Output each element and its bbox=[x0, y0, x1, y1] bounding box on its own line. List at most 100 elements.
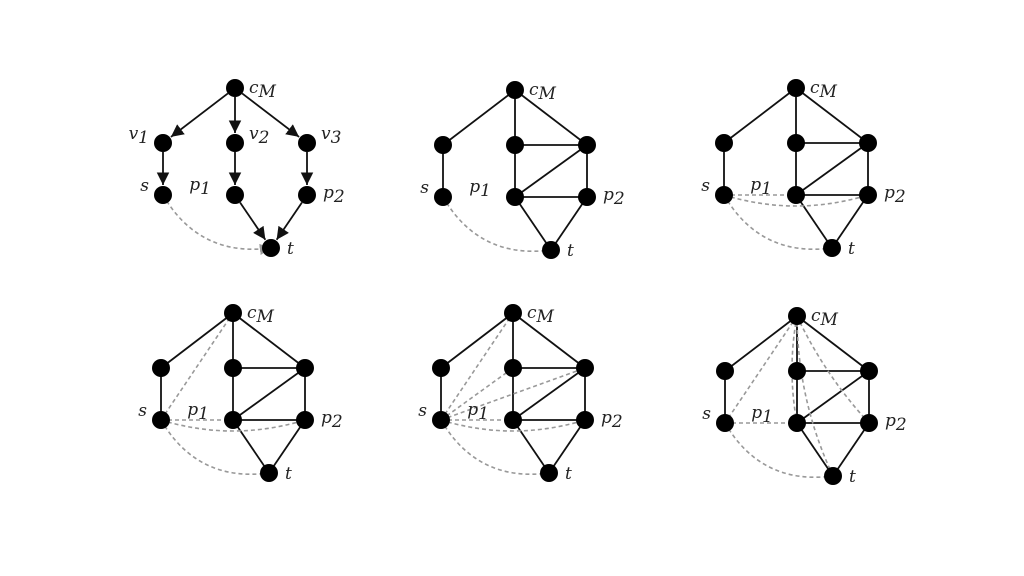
panel-4-node-s bbox=[152, 411, 170, 429]
panel-6-node-cM bbox=[788, 307, 806, 325]
panel-6-label-p2: p2 bbox=[885, 411, 907, 435]
panel-2-edge-cM-v1 bbox=[442, 89, 516, 146]
panel-1-node-v1 bbox=[154, 134, 172, 152]
panel-1-node-p1 bbox=[226, 186, 244, 204]
panel-6-label-t: t bbox=[849, 467, 856, 487]
panel-6-edge-cM-v1 bbox=[724, 315, 798, 372]
panel-4-node-cM bbox=[224, 304, 242, 322]
panel-4-edge-cM-v1 bbox=[160, 312, 234, 369]
panel-6-node-p1 bbox=[788, 414, 806, 432]
panel-2-edge-s-t-dashed bbox=[442, 196, 552, 252]
panel-1-node-v2 bbox=[226, 134, 244, 152]
panel-6-node-v2 bbox=[788, 362, 806, 380]
panel-4-node-v3 bbox=[296, 359, 314, 377]
panel-5-edge-s-v3-dashed bbox=[440, 367, 586, 421]
panel-5-node-v1 bbox=[432, 359, 450, 377]
panel-1-edge-p1-t bbox=[239, 201, 267, 241]
panel-3-label-p2: p2 bbox=[884, 183, 906, 207]
panel-4-label-p1: p1 bbox=[187, 400, 209, 424]
panel-2-label-p2: p2 bbox=[603, 185, 625, 209]
panel-3-label-p1: p1 bbox=[750, 175, 772, 199]
panel-2-node-s bbox=[434, 188, 452, 206]
panel-2-edge-p2-t bbox=[550, 196, 588, 251]
panel-3-edge-cM-v1 bbox=[723, 87, 797, 144]
panel-2-node-t bbox=[542, 241, 560, 259]
panel-1-label-cM: cM bbox=[249, 78, 277, 102]
panel-4-label-p2: p2 bbox=[321, 408, 343, 432]
panel-2-node-p1 bbox=[506, 188, 524, 206]
panel-5-edge-p2-t bbox=[548, 419, 586, 474]
panel-6-node-t bbox=[824, 467, 842, 485]
panel-1-node-s bbox=[154, 186, 172, 204]
panel-4-edge-p2-t bbox=[268, 419, 306, 474]
panel-2-edge-p1-t bbox=[514, 196, 552, 251]
panel-5-node-p1 bbox=[504, 411, 522, 429]
panel-6-label-s: s bbox=[702, 404, 711, 424]
panel-3-label-t: t bbox=[848, 239, 855, 259]
panel-4-edge-s-cM-dashed bbox=[160, 312, 234, 421]
panel-6-node-p2 bbox=[860, 414, 878, 432]
panel-1-node-t bbox=[262, 239, 280, 257]
panel-6-edge-v3-p1 bbox=[796, 370, 870, 424]
panel-3-node-v2 bbox=[787, 134, 805, 152]
panel-5-edge-s-cM-dashed bbox=[440, 312, 514, 421]
panel-1-edge-p2-t bbox=[275, 201, 303, 241]
panel-5-label-cM: cM bbox=[527, 303, 555, 327]
panel-1-label-v1: v1 bbox=[129, 124, 149, 148]
panel-1-label-p1: p1 bbox=[189, 175, 211, 199]
panel-4-node-p1 bbox=[224, 411, 242, 429]
panel-4-edge-s-t-dashed bbox=[160, 419, 270, 475]
panel-2-node-cM bbox=[506, 81, 524, 99]
panel-4-label-t: t bbox=[285, 464, 292, 484]
panel-4-label-s: s bbox=[138, 401, 147, 421]
panel-5-label-s: s bbox=[418, 401, 427, 421]
panel-6-node-v3 bbox=[860, 362, 878, 380]
panel-3-edge-p1-t bbox=[795, 194, 833, 249]
panel-2-node-p2 bbox=[578, 188, 596, 206]
panel-2-label-cM: cM bbox=[529, 80, 557, 104]
panel-3-edge-cM-v3 bbox=[795, 87, 869, 144]
panel-6-edge-cM-v3 bbox=[796, 315, 870, 372]
panel-3-node-v3 bbox=[859, 134, 877, 152]
panel-6-node-s bbox=[716, 414, 734, 432]
panel-5-node-v2 bbox=[504, 359, 522, 377]
panel-2-label-p1: p1 bbox=[469, 177, 491, 201]
panel-3-node-p2 bbox=[859, 186, 877, 204]
panel-5-edge-cM-v1 bbox=[440, 312, 514, 369]
panel-1-label-s: s bbox=[140, 176, 149, 196]
panel-4-edge-v3-p1 bbox=[232, 367, 306, 421]
panel-4-edge-p1-t bbox=[232, 419, 270, 474]
panel-3-edge-v3-p1 bbox=[795, 142, 869, 196]
panel-1-edge-s-t-dashed bbox=[162, 194, 272, 256]
panel-5-node-t bbox=[540, 464, 558, 482]
panel-1-label-v3: v3 bbox=[321, 124, 341, 148]
panel-4-edge-cM-v3 bbox=[232, 312, 306, 369]
panel-4-edge-s-p2-dashed bbox=[160, 419, 306, 432]
panel-4-node-v2 bbox=[224, 359, 242, 377]
panel-1-node-v3 bbox=[298, 134, 316, 152]
panel-6-edge-cM-p2-dashed bbox=[796, 315, 870, 424]
panel-2-node-v3 bbox=[578, 136, 596, 154]
panel-5-node-p2 bbox=[576, 411, 594, 429]
panel-5-label-t: t bbox=[565, 464, 572, 484]
panel-3-node-v1 bbox=[715, 134, 733, 152]
panel-5-node-s bbox=[432, 411, 450, 429]
panel-5-edge-p1-t bbox=[512, 419, 550, 474]
panel-1-edge-cM-v1 bbox=[170, 92, 229, 138]
panel-5-node-v3 bbox=[576, 359, 594, 377]
panel-2-node-v1 bbox=[434, 136, 452, 154]
panel-2-label-s: s bbox=[420, 178, 429, 198]
panel-5-node-cM bbox=[504, 304, 522, 322]
panel-6-edge-p1-t bbox=[796, 422, 834, 477]
panel-6-edge-p2-t bbox=[832, 422, 870, 477]
panel-3-node-p1 bbox=[787, 186, 805, 204]
panel-6-label-cM: cM bbox=[811, 306, 839, 330]
